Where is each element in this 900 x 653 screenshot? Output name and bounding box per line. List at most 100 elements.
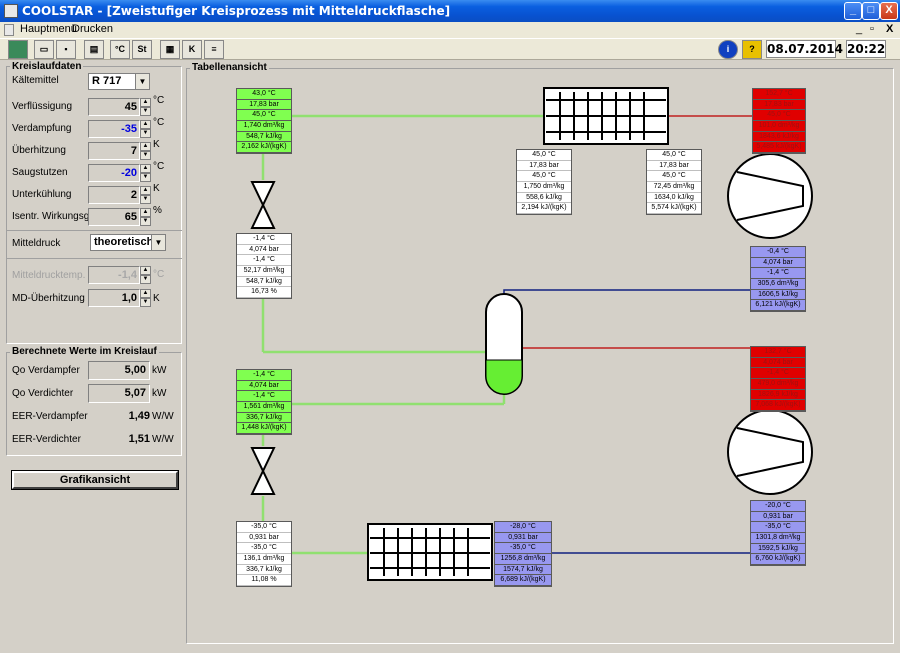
kaeltemittel-value: R 717 — [92, 75, 122, 87]
mitteldrucktemp-field[interactable]: -1,4 — [88, 266, 140, 284]
st-button[interactable]: St — [132, 40, 152, 59]
param-label: Verdampfung — [12, 123, 72, 134]
kelvin-button[interactable]: K — [182, 40, 202, 59]
param-field[interactable]: 2 — [88, 186, 140, 204]
result-label: Qo Verdampfer — [12, 365, 80, 376]
param-label: Isentr. Wirkungsgr. — [12, 211, 95, 222]
param-field[interactable]: 45 — [88, 98, 140, 116]
evaporator — [367, 523, 493, 581]
result-unit: W/W — [152, 411, 174, 422]
maximize-button[interactable]: □ — [862, 2, 880, 20]
value-table-cell: 1,750 dm³/kg — [517, 182, 571, 193]
value-table-cell: -35,0 °C — [495, 543, 551, 555]
value-table-cell: 45,0 °C — [237, 110, 291, 122]
divider — [6, 258, 182, 259]
mdi-restore-button[interactable]: ▫ — [870, 23, 874, 35]
document-icon[interactable] — [4, 24, 14, 36]
value-table-cell: 1,561 dm³/kg — [237, 402, 291, 413]
md-ueberhitzung-spinner[interactable]: ▲▼ — [140, 289, 151, 307]
param-spinner[interactable]: ▲▼ — [140, 208, 151, 226]
compressor-high — [727, 153, 813, 239]
value-table-cell: 1,448 kJ/(kgK) — [237, 423, 291, 435]
mdi-minimize-button[interactable]: _ — [856, 23, 863, 35]
menu-hauptmenue[interactable]: Hauptmenü — [20, 23, 77, 35]
mitteldrucktemp-unit: °C — [153, 269, 165, 280]
param-spinner[interactable]: ▲▼ — [140, 120, 151, 138]
md-ueberhitzung-field[interactable]: 1,0 — [88, 289, 140, 307]
close-button[interactable]: X — [880, 2, 898, 20]
value-table-cell: 6,760 kJ/(kgK) — [751, 554, 805, 566]
value-table-cell: -1,4 °C — [237, 255, 291, 267]
grafikansicht-button[interactable]: Grafikansicht — [11, 470, 179, 490]
param-label: Unterkühlung — [12, 189, 72, 200]
time-display: 20:22 — [846, 40, 886, 58]
param-spinner[interactable]: ▲▼ — [140, 186, 151, 204]
mitteldruck-label: Mitteldruck — [12, 238, 61, 249]
value-table-cell: 43,0 °C — [237, 89, 291, 100]
value-table-cell: 136,1 dm³/kg — [237, 554, 291, 565]
result-value: 1,49 — [128, 410, 150, 422]
result-label: EER-Verdichter — [12, 434, 81, 445]
param-spinner[interactable]: ▲▼ — [140, 164, 151, 182]
chevron-down-icon[interactable]: ▼ — [135, 74, 149, 89]
left-panel: Kreislaufdaten Kältemittel R 717 ▼ Verfl… — [0, 60, 184, 653]
value-table-cell: 479,0 dm³/kg — [751, 379, 805, 390]
exit-icon[interactable] — [8, 40, 28, 59]
mitteldruck-select[interactable]: theoretisch ▼ — [90, 234, 166, 251]
chevron-down-icon[interactable]: ▼ — [151, 235, 165, 250]
table-icon[interactable]: ▦ — [160, 40, 180, 59]
value-table-cell: 1,740 dm³/kg — [237, 121, 291, 132]
result-unit: W/W — [152, 434, 174, 445]
menu-drucken[interactable]: Drucken — [72, 23, 113, 35]
expansion-valve-low — [250, 447, 276, 495]
value-table-cell: 72,45 dm³/kg — [647, 182, 701, 193]
divider — [6, 230, 182, 231]
result-label: Qo Verdichter — [12, 388, 74, 399]
info-icon[interactable]: i — [718, 40, 738, 59]
kaeltemittel-select[interactable]: R 717 ▼ — [88, 73, 150, 90]
mitteldrucktemp-spinner[interactable]: ▲▼ — [140, 266, 151, 284]
help-icon[interactable]: ? — [742, 40, 762, 59]
compressor-low — [727, 409, 813, 495]
result-unit: kW — [152, 365, 167, 376]
param-label: Überhitzung — [12, 145, 66, 156]
param-field[interactable]: -35 — [88, 120, 140, 138]
celsius-button[interactable]: °C — [110, 40, 130, 59]
param-field[interactable]: 65 — [88, 208, 140, 226]
param-label: Verflüssigung — [12, 101, 73, 112]
value-table-cell: 45,0 °C — [647, 150, 701, 161]
param-field[interactable]: 7 — [88, 142, 140, 160]
save-icon[interactable]: ▪ — [56, 40, 76, 59]
value-table-cell: -28,0 °C — [495, 522, 551, 533]
param-unit: °C — [153, 117, 165, 128]
value-table-cell: 548,7 kJ/kg — [237, 132, 291, 143]
value-table-cell: 132,7 °C — [751, 347, 805, 358]
param-unit: K — [153, 139, 160, 150]
param-spinner[interactable]: ▲▼ — [140, 98, 151, 116]
value-table-cell: 1256,8 dm³/kg — [495, 554, 551, 565]
mdi-close-button[interactable]: X — [886, 23, 894, 35]
open-icon[interactable]: ▭ — [34, 40, 54, 59]
intermediate-vessel — [485, 293, 523, 395]
param-field[interactable]: -20 — [88, 164, 140, 182]
toolbar: ▭ ▪ ▤ °C St ▦ K ≡ i ? 08.07.2014 20:22 — [0, 38, 900, 60]
list-icon[interactable]: ≡ — [204, 40, 224, 59]
value-table-cell: -35,0 °C — [237, 522, 291, 533]
print-icon[interactable]: ▤ — [84, 40, 104, 59]
param-spinner[interactable]: ▲▼ — [140, 142, 151, 160]
param-unit: °C — [153, 95, 165, 106]
minimize-button[interactable]: _ — [844, 2, 862, 20]
value-table-cell: 5,485 kJ/(kgK) — [753, 142, 805, 154]
value-table-cell: 0,931 bar — [751, 512, 805, 523]
value-table-cell: 305,6 dm³/kg — [751, 279, 805, 290]
value-table-cell: 5,574 kJ/(kgK) — [647, 203, 701, 215]
